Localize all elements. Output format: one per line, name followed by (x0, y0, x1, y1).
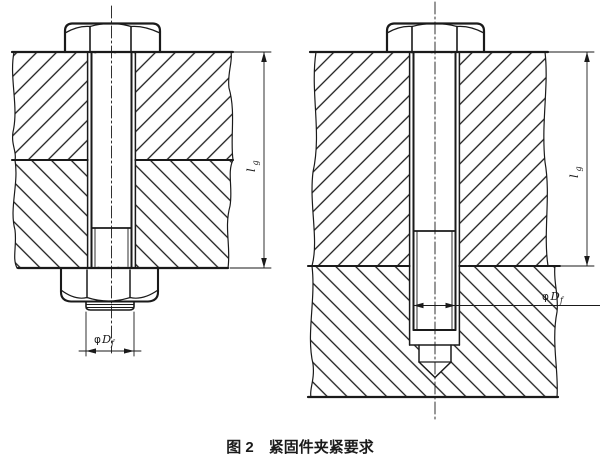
right-tapped-joint-view: l g φ D f (306, 1, 600, 422)
right-dia-symbol: D (550, 289, 560, 303)
left-hex-nut (59, 266, 160, 311)
right-grip-length-dimension (584, 51, 590, 267)
right-tapped-hole (409, 53, 460, 378)
left-grip-subscript: g (251, 160, 260, 165)
right-dia-subscript: f (559, 296, 565, 305)
left-bolted-joint-view: l g φ D f (10, 5, 272, 357)
right-extension-lines (547, 51, 595, 267)
left-bearing-dia-label: φ D f (94, 332, 116, 348)
left-bearing-dia-dimension (78, 311, 142, 357)
right-hex-head (385, 22, 486, 54)
right-bearing-dia-dimension (413, 302, 600, 309)
left-bolt-shank (90, 51, 133, 268)
left-hole-edges (86, 51, 137, 268)
right-grip-symbol: l (567, 174, 581, 178)
left-extension-lines (229, 51, 272, 269)
right-phi-symbol: φ (542, 291, 549, 303)
right-grip-length-label: l g (567, 166, 583, 178)
right-screw (412, 51, 457, 331)
left-dia-subscript: f (110, 339, 116, 348)
left-phi-symbol: φ (94, 334, 101, 346)
figure-caption: 图 2 紧固件夹紧要求 (226, 438, 375, 456)
right-hole-outline (408, 51, 461, 379)
right-bearing-dia-label: φ D f (542, 289, 565, 305)
left-dia-symbol: D (101, 332, 111, 346)
left-grip-symbol: l (244, 168, 258, 172)
left-grip-length-label: l g (244, 160, 260, 172)
right-grip-subscript: g (574, 166, 583, 171)
left-hex-head (63, 22, 162, 54)
right-thread-minor-lines (416, 231, 453, 330)
left-grip-length-dimension (261, 51, 267, 269)
left-bearing-face (85, 300, 135, 311)
left-thread-minor-lines (94, 228, 129, 267)
